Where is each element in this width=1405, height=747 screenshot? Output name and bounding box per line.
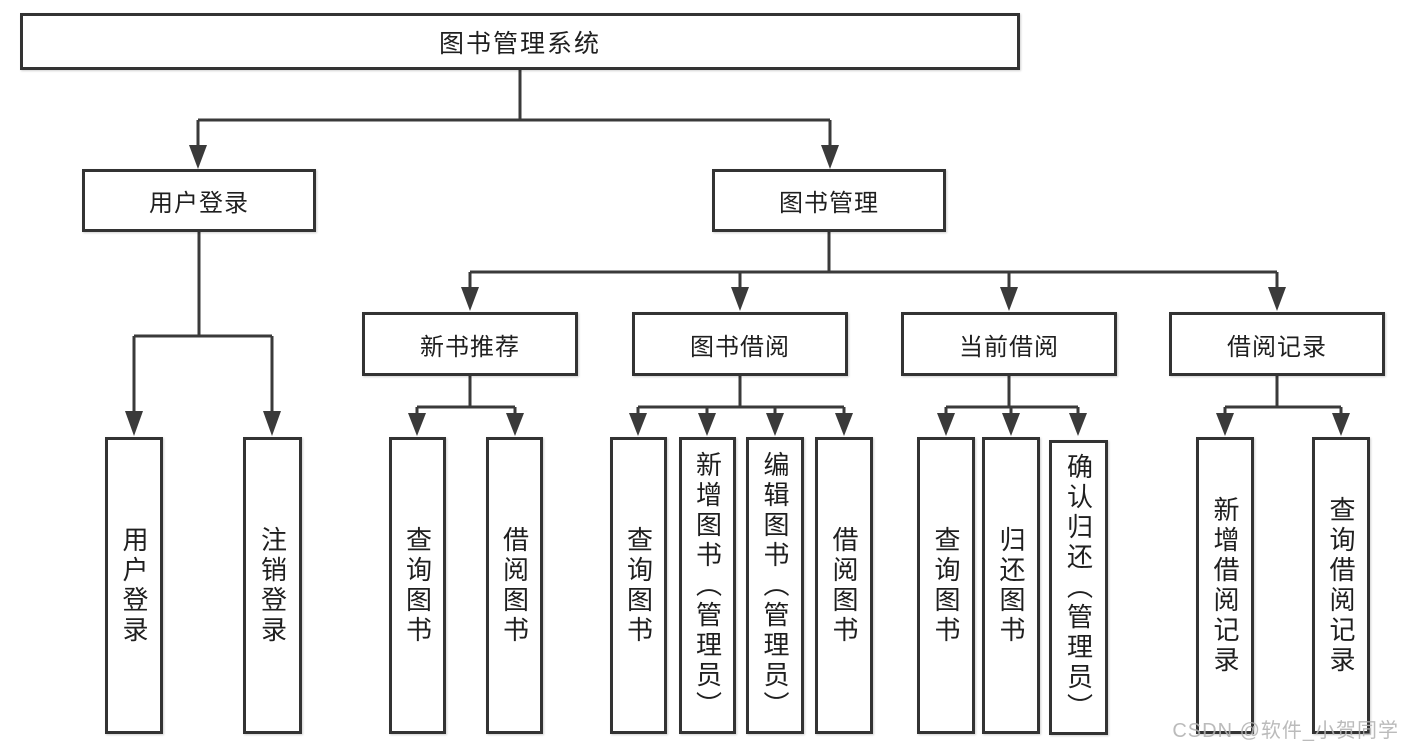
- leaf-cb-return-books: 归还图书: [982, 437, 1040, 734]
- leaf-cb-query-books-label: 查询图书: [931, 525, 961, 646]
- node-borrow-record: 借阅记录: [1169, 312, 1385, 376]
- leaf-logout-label: 注销登录: [257, 525, 288, 646]
- csdn-watermark: CSDN @软件_小贺同学: [1172, 720, 1399, 742]
- node-new-book-recommend: 新书推荐: [362, 312, 578, 376]
- leaf-bb-borrow-books-label: 借阅图书: [829, 525, 859, 646]
- leaf-br-query-record-label: 查询借阅记录: [1326, 495, 1356, 676]
- leaf-bb-query-books: 查询图书: [610, 437, 667, 734]
- leaf-logout: 注销登录: [243, 437, 302, 734]
- node-library-system: 图书管理系统: [20, 13, 1020, 70]
- leaf-user-login-label: 用户登录: [119, 525, 149, 646]
- node-book-borrow: 图书借阅: [632, 312, 848, 376]
- leaf-nb-borrow-books: 借阅图书: [486, 437, 543, 734]
- leaf-bb-edit-book-admin: 编辑图书（管理员）: [746, 437, 804, 734]
- leaf-bb-edit-book-admin-label: 编辑图书（管理员）: [760, 450, 790, 721]
- leaf-cb-confirm-return-admin-label: 确认归还（管理员）: [1063, 452, 1094, 723]
- leaf-cb-return-books-label: 归还图书: [996, 525, 1026, 646]
- leaf-nb-borrow-books-label: 借阅图书: [499, 525, 530, 646]
- leaf-br-query-record: 查询借阅记录: [1312, 437, 1370, 734]
- leaf-br-add-record: 新增借阅记录: [1196, 437, 1254, 734]
- leaf-cb-confirm-return-admin: 确认归还（管理员）: [1049, 440, 1108, 735]
- node-book-management: 图书管理: [712, 169, 946, 232]
- leaf-bb-borrow-books: 借阅图书: [815, 437, 873, 734]
- leaf-cb-query-books: 查询图书: [917, 437, 975, 734]
- leaf-br-add-record-label: 新增借阅记录: [1210, 495, 1240, 676]
- leaf-nb-query-books: 查询图书: [389, 437, 446, 734]
- leaf-nb-query-books-label: 查询图书: [402, 525, 433, 646]
- leaf-user-login: 用户登录: [105, 437, 163, 734]
- node-user-login: 用户登录: [82, 169, 316, 232]
- leaf-bb-add-book-admin-label: 新增图书（管理员）: [692, 450, 723, 721]
- leaf-bb-query-books-label: 查询图书: [623, 525, 654, 646]
- leaf-bb-add-book-admin: 新增图书（管理员）: [679, 437, 736, 734]
- node-current-borrow: 当前借阅: [901, 312, 1117, 376]
